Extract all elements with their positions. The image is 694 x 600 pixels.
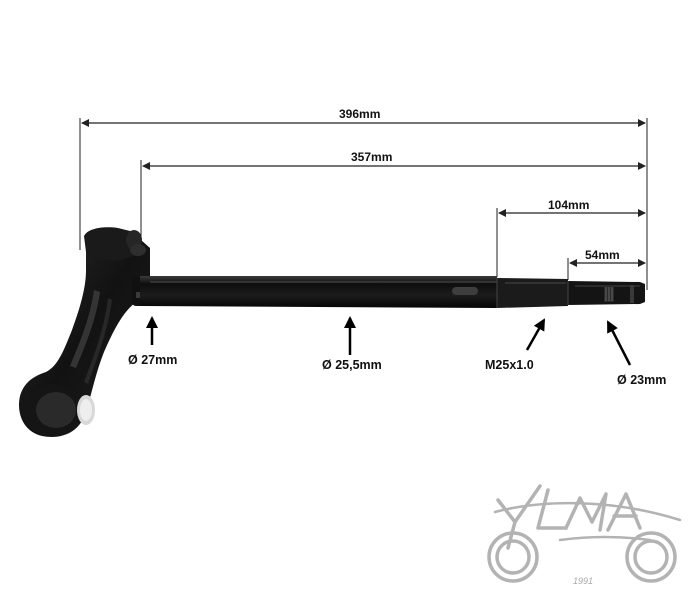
dim-label-overall: 396mm bbox=[339, 107, 381, 121]
callout-clamp-diameter: Ø 27mm bbox=[128, 353, 178, 367]
extension-lines bbox=[79, 118, 648, 290]
callout-arrow-end bbox=[606, 320, 632, 366]
stem-tube bbox=[140, 276, 497, 308]
steering-stem-part bbox=[18, 227, 645, 437]
brand-logo bbox=[487, 484, 682, 583]
tube-slot bbox=[452, 287, 478, 295]
threaded-section bbox=[497, 278, 568, 308]
dim-label-thread: 104mm bbox=[548, 198, 590, 212]
callout-tube-diameter: Ø 25,5mm bbox=[322, 358, 382, 372]
callout-thread-spec: M25x1.0 bbox=[485, 358, 534, 372]
dim-label-tube: 357mm bbox=[351, 150, 393, 164]
dimension-lines bbox=[81, 119, 646, 267]
callout-arrows bbox=[146, 316, 632, 366]
callout-end-diameter: Ø 23mm bbox=[617, 373, 667, 387]
logo-year: 1991 bbox=[573, 576, 594, 586]
clamp-boss bbox=[84, 227, 141, 261]
callout-arrow-thread bbox=[525, 318, 546, 351]
dim-label-end: 54mm bbox=[585, 248, 620, 262]
